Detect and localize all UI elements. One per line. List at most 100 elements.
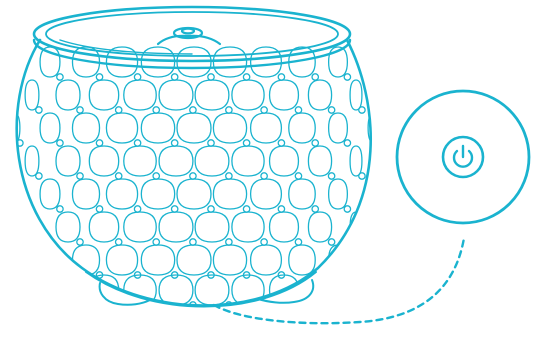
quilt-knot: [152, 106, 161, 114]
quilt-pillow: [349, 274, 363, 306]
quilt-pillow: [367, 178, 371, 210]
quilt-knot: [114, 106, 123, 114]
quilt-pillow: [176, 112, 212, 144]
power-button-ring: [441, 135, 485, 179]
quilt-knot: [277, 139, 286, 147]
quilt-pillow: [349, 79, 363, 111]
quilt-pillow: [16, 112, 21, 144]
quilt-pillow: [123, 79, 157, 111]
quilt-pillow: [88, 79, 120, 111]
quilt-pillow: [231, 145, 265, 177]
quilt-knot: [294, 106, 303, 114]
quilt-pillow: [249, 244, 283, 276]
quilt-pillow: [307, 79, 333, 111]
quilt-pillow: [55, 274, 81, 306]
quilt-pillow: [39, 244, 61, 276]
quilt-knot: [56, 139, 64, 147]
quilt-knot: [35, 238, 43, 246]
quilt-knot: [114, 172, 123, 180]
quilt-knot: [133, 271, 142, 279]
quilt-knot: [277, 205, 286, 213]
quilt-knot: [207, 139, 215, 147]
quilt-pillow: [158, 79, 194, 111]
quilt-pillow: [140, 112, 176, 144]
quilt-pillow: [349, 145, 363, 177]
quilt-pillow: [88, 145, 120, 177]
quilt-knot: [16, 205, 24, 213]
quilt-pillow: [55, 145, 81, 177]
quilt-pillow: [288, 46, 316, 78]
quilt-pillow: [249, 46, 283, 78]
quilt-knot: [207, 271, 215, 279]
quilt-pillow: [231, 79, 265, 111]
quilt-pillow: [268, 79, 300, 111]
quilt-pillow: [194, 79, 230, 111]
quilt-pillow: [39, 178, 61, 210]
quilt-knot: [242, 139, 251, 147]
quilt-knot: [225, 172, 233, 180]
quilt-knot: [76, 238, 84, 246]
quilt-pillow: [327, 244, 349, 276]
quilt-knot: [189, 238, 197, 246]
quilt-pillow: [39, 112, 61, 144]
quilt-pillow: [307, 145, 333, 177]
quilt-pillow: [288, 178, 316, 210]
quilt-knot: [294, 238, 303, 246]
quilt-knot: [35, 106, 43, 114]
power-button[interactable]: [441, 135, 485, 179]
quilt-pillow: [39, 46, 61, 78]
quilt-knot: [311, 139, 320, 147]
quilt-knot: [207, 73, 215, 81]
quilt-pillow: [288, 112, 316, 144]
quilt-pillow: [367, 244, 371, 276]
quilt-pillow: [367, 46, 371, 78]
quilt-pillow: [158, 274, 194, 306]
quilt-knot: [95, 73, 104, 81]
quilt-knot: [56, 271, 64, 279]
quilt-pillow: [327, 112, 349, 144]
quilt-knot: [327, 238, 336, 246]
quilt-knot: [16, 271, 24, 279]
quilt-knot: [327, 172, 336, 180]
quilt-pillow: [140, 178, 176, 210]
quilt-pillow: [268, 211, 300, 243]
quilt-pillow: [55, 211, 81, 243]
quilt-knot: [260, 106, 268, 114]
body-bottom-rim: [85, 271, 317, 308]
quilt-pillow: [288, 244, 316, 276]
quilt-knot: [242, 271, 251, 279]
power-button-callout: [395, 89, 531, 225]
quilt-knot: [343, 139, 352, 147]
quilt-pillow: [158, 211, 194, 243]
quilt-pillow: [105, 46, 139, 78]
quilt-pillow: [212, 112, 248, 144]
quilt-knot: [133, 139, 142, 147]
quilted-pattern: [16, 46, 383, 306]
quilt-pillow: [194, 211, 230, 243]
quilt-knot: [114, 238, 123, 246]
quilt-knot: [207, 205, 215, 213]
diffuser-lid: [32, 5, 352, 63]
power-cord-dashed: [212, 236, 466, 325]
quilt-knot: [343, 205, 352, 213]
lid-band: [32, 38, 352, 70]
quilt-knot: [377, 74, 383, 80]
quilt-pillow: [24, 145, 40, 177]
quilt-pillow: [88, 274, 120, 306]
quilt-knot: [56, 73, 64, 81]
quilt-knot: [225, 238, 233, 246]
quilt-knot: [358, 238, 366, 246]
quilt-pillow: [16, 178, 21, 210]
quilt-knot: [95, 205, 104, 213]
diffuser-body: [15, 38, 372, 307]
quilt-pillow: [212, 46, 248, 78]
quilt-pillow: [71, 178, 101, 210]
quilt-knot: [76, 301, 84, 306]
quilt-pillow: [16, 46, 21, 78]
quilt-knot: [242, 73, 251, 81]
quilt-knot: [35, 301, 43, 306]
quilt-knot: [133, 73, 142, 81]
lid-inner-ring: [45, 11, 339, 57]
lid-highlight: [59, 39, 193, 55]
